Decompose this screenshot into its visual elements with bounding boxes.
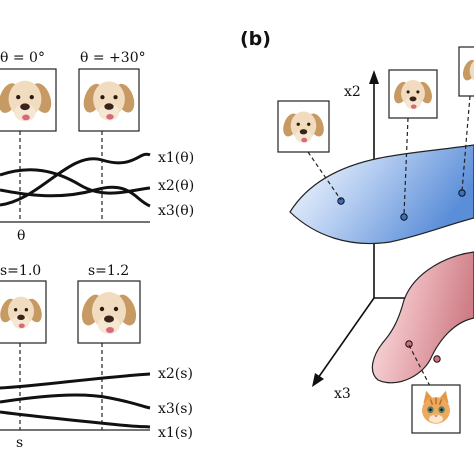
dog-point-2 [400, 213, 408, 221]
dog-image-scale-1-2-icon [77, 280, 141, 344]
scale-curve-x2 [0, 372, 151, 390]
dog-image-theta-30-icon [78, 68, 140, 132]
connector-dog-middle [403, 117, 409, 216]
dog-image-b-middle-icon [388, 69, 438, 119]
connector-cat [408, 344, 433, 391]
panel-b-label: (b) [240, 28, 271, 50]
connector-dog-right [461, 95, 471, 192]
cat-image-icon [411, 384, 461, 434]
theta-axis-label: θ [17, 228, 25, 244]
x3-axis-line [317, 297, 375, 379]
cat-point-2 [433, 355, 441, 363]
image-connectors [307, 95, 471, 391]
cat-point-1 [405, 340, 413, 348]
scale-curve-label-x3: x3(s) [158, 401, 193, 417]
x2-axis-arrow [369, 70, 379, 84]
theta-curve-label-x2: x2(θ) [158, 178, 194, 194]
scale-label-1-2: s=1.2 [88, 263, 129, 279]
theta-curve-x1 [0, 152, 151, 207]
cat-manifold-surface [371, 251, 474, 384]
theta-curve-label-x1: x1(θ) [158, 150, 194, 166]
scale-curve-label-x1: x1(s) [158, 425, 193, 441]
dog-image-b-left-icon [277, 100, 330, 153]
scale-response-plot: s x2(s) x3(s) x1(s) [0, 343, 193, 451]
theta-label-30: θ = +30° [80, 50, 146, 66]
dog-image-scale-1-0-icon [0, 280, 47, 344]
theta-response-plot: θ x1(θ) x2(θ) x3(θ) [0, 131, 194, 244]
theta-label-0: θ = 0° [0, 50, 45, 66]
dog-point-1 [337, 197, 345, 205]
theta-curve-x3 [0, 185, 151, 208]
scale-label-1-0: s=1.0 [0, 263, 41, 279]
scale-axis-label: s [16, 435, 23, 451]
x3-axis-label: x3 [334, 386, 351, 402]
dog-image-theta-0-icon [0, 68, 57, 132]
x2-axis-label: x2 [344, 84, 361, 100]
dog-image-b-right-icon [458, 46, 474, 97]
connector-dog-left [307, 151, 342, 201]
scale-curve-label-x2: x2(s) [158, 366, 193, 382]
theta-curve-label-x3: x3(θ) [158, 203, 194, 219]
dog-manifold-surface [289, 144, 474, 245]
scale-curve-x3 [0, 393, 151, 410]
x3-axis-arrow [312, 373, 324, 387]
cat-manifold-points [405, 340, 441, 363]
scale-curve-x1 [0, 410, 151, 429]
dog-point-3 [458, 189, 466, 197]
